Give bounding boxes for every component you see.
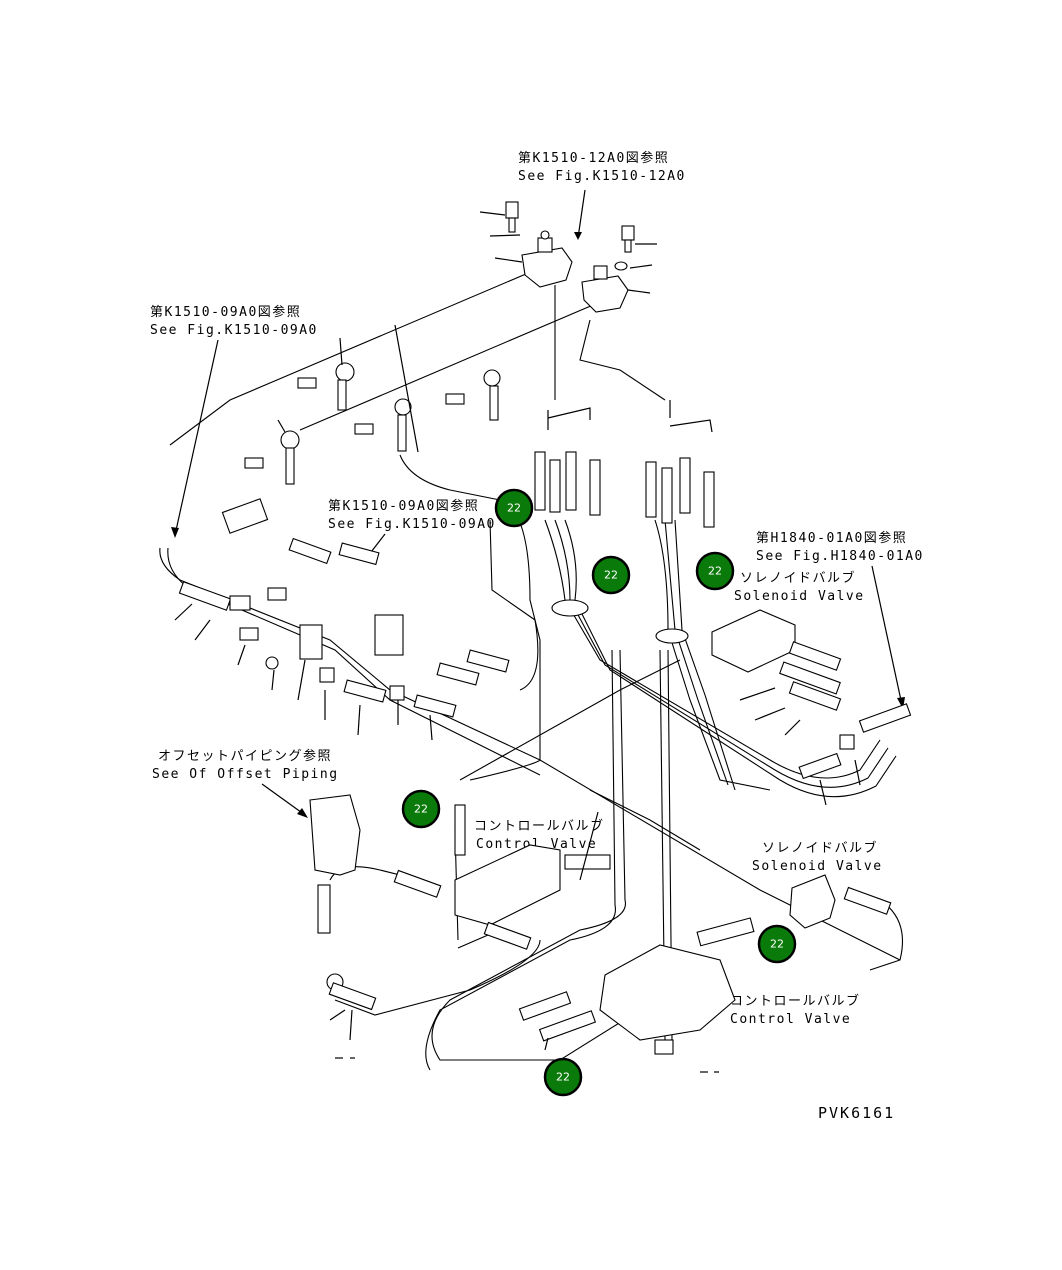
left-fittings-block — [178, 498, 510, 718]
part-badge-22-e[interactable]: 22 — [757, 924, 797, 964]
reference-right-jp: 第H1840-01A0図参照 — [756, 530, 907, 546]
hydraulic-piping — [159, 267, 904, 1071]
ppc-valve-left — [521, 230, 573, 288]
svg-text:Control Valve: Control Valve — [730, 1012, 851, 1027]
solenoid-valve-2-shape — [696, 874, 892, 947]
hose-fittings-center — [534, 400, 715, 644]
reference-middle-en: See Fig.K1510-09A0 — [328, 517, 496, 532]
leader-lines — [174, 603, 861, 1073]
reference-offset-jp: オフセットパイピング参照 — [158, 748, 332, 764]
reference-offset-en: See Of Offset Piping — [152, 767, 339, 782]
svg-text:ソレノイドバルブ: ソレノイドバルブ — [740, 570, 856, 586]
control-valve-2-shape — [518, 944, 736, 1055]
bolts-top — [479, 201, 657, 294]
offset-piping-block — [309, 794, 377, 1011]
svg-text:Solenoid Valve: Solenoid Valve — [734, 589, 865, 604]
part-badge-22-a[interactable]: 22 — [494, 488, 534, 528]
reference-left: 第K1510-09A0図参照 See Fig.K1510-09A0 — [150, 304, 318, 538]
reference-right-en: See Fig.H1840-01A0 — [756, 549, 924, 564]
drawing-code: PVK6161 — [818, 1104, 895, 1122]
part-badge-22-d[interactable]: 22 — [401, 789, 441, 829]
svg-text:コントロールバルブ: コントロールバルブ — [474, 818, 605, 834]
reference-offset-piping: オフセットパイピング参照 See Of Offset Piping — [152, 748, 339, 818]
reference-top-en: See Fig.K1510-12A0 — [518, 169, 686, 184]
label-solenoid-valve-1: ソレノイドバルブ Solenoid Valve — [734, 570, 865, 604]
reference-top-jp: 第K1510-12A0図参照 — [518, 150, 669, 166]
svg-text:ソレノイドバルブ: ソレノイドバルブ — [762, 840, 878, 856]
control-valve-1-shape — [393, 804, 611, 950]
reference-middle-jp: 第K1510-09A0図参照 — [328, 498, 479, 514]
reference-left-jp: 第K1510-09A0図参照 — [150, 304, 301, 320]
part-badge-22-c[interactable]: 22 — [695, 551, 735, 591]
solenoid-valve-1-shape — [711, 609, 912, 780]
part-badge-22-f[interactable]: 22 — [543, 1057, 583, 1097]
label-solenoid-valve-2: ソレノイドバルブ Solenoid Valve — [752, 840, 883, 874]
svg-text:Control Valve: Control Valve — [476, 837, 597, 852]
reference-left-en: See Fig.K1510-09A0 — [150, 323, 318, 338]
label-control-valve-2: コントロールバルブ Control Valve — [730, 993, 861, 1027]
svg-text:コントロールバルブ: コントロールバルブ — [730, 993, 861, 1009]
ppc-valve-right — [581, 265, 629, 313]
rod-ends-left — [244, 324, 501, 485]
part-badge-22-b[interactable]: 22 — [591, 555, 631, 595]
reference-top: 第K1510-12A0図参照 See Fig.K1510-12A0 — [518, 150, 686, 240]
label-control-valve-1: コントロールバルブ Control Valve — [474, 818, 605, 852]
svg-text:Solenoid Valve: Solenoid Valve — [752, 859, 883, 874]
